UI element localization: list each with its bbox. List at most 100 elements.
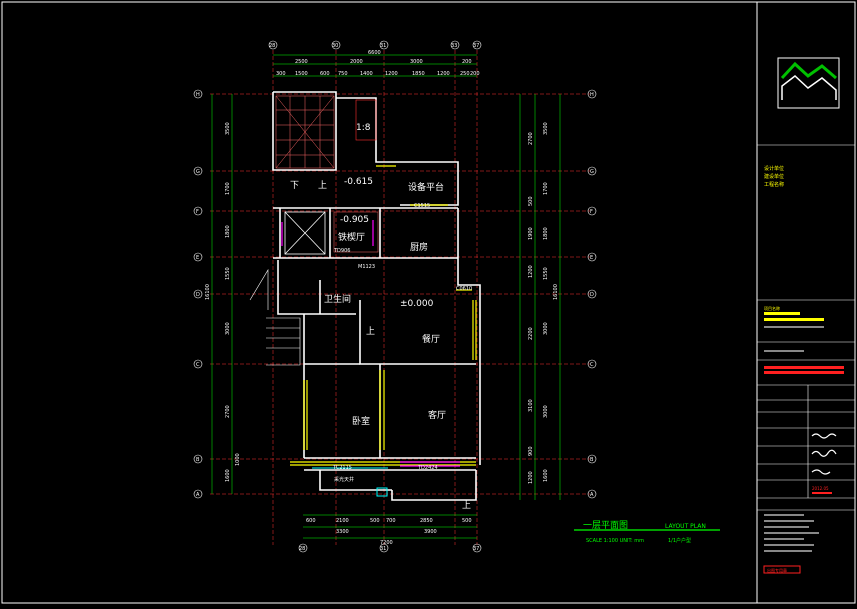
- window-code-1: C0610: [456, 286, 472, 292]
- signature-1: [811, 433, 837, 439]
- svg-text:G: G: [196, 169, 200, 175]
- svg-text:3500: 3500: [543, 122, 549, 135]
- kitchen-label: 厨房: [410, 241, 428, 253]
- svg-text:250: 250: [460, 71, 470, 77]
- title-note-3: 工程名称: [764, 181, 784, 188]
- toilet-label: 卫生间: [324, 293, 351, 305]
- svg-text:C: C: [590, 362, 594, 368]
- svg-text:3000: 3000: [225, 322, 231, 335]
- svg-text:31: 31: [380, 546, 386, 552]
- logo-box: [777, 57, 840, 109]
- title-stamp-box: [763, 565, 801, 574]
- svg-text:H: H: [196, 92, 200, 98]
- drawing-number: 1/1户户型: [668, 537, 691, 544]
- stair-hatch: [275, 95, 335, 169]
- drawing-scale: SCALE 1:100 UNIT: mm: [586, 538, 644, 544]
- left-dim-labels: 3500 1700 1800 1550 3000 2700 1000 1600 …: [205, 122, 241, 482]
- svg-text:16100: 16100: [205, 284, 211, 300]
- bottom-dimensions: [303, 514, 477, 539]
- stair-ratio: 1:8: [356, 123, 371, 133]
- svg-text:750: 750: [338, 71, 348, 77]
- drawing-title-en: LAYOUT PLAN: [665, 523, 706, 530]
- svg-text:3300: 3300: [336, 529, 349, 535]
- svg-text:E: E: [196, 255, 199, 261]
- title-note-1: 设计单位: [764, 165, 784, 172]
- signature-3: [811, 469, 831, 475]
- svg-text:1200: 1200: [437, 71, 450, 77]
- svg-text:F: F: [590, 209, 593, 215]
- title-block: 设计单位 建设单位 工程名称 项目名称 2012.05: [757, 57, 855, 574]
- svg-text:F: F: [196, 209, 199, 215]
- svg-text:1600: 1600: [543, 469, 549, 482]
- svg-text:600: 600: [320, 71, 330, 77]
- drawing-title: 一层平面图 LAYOUT PLAN SCALE 1:100 UNIT: mm 1…: [574, 520, 720, 544]
- svg-text:1200: 1200: [528, 265, 534, 278]
- stair-hatch-red: [355, 99, 377, 141]
- top-dim-overall: 6600: [368, 50, 381, 56]
- stair-down: 下: [290, 181, 299, 191]
- lobby-label: 铁楔厅: [338, 231, 365, 243]
- title-yellow-bar: [764, 312, 800, 315]
- svg-text:B: B: [196, 457, 200, 463]
- red-bar-1: [764, 366, 844, 369]
- svg-text:31: 31: [380, 43, 386, 49]
- svg-text:1550: 1550: [543, 267, 549, 280]
- walls: [272, 91, 481, 501]
- svg-text:E: E: [590, 255, 593, 261]
- svg-text:1800: 1800: [543, 227, 549, 240]
- svg-text:7200: 7200: [380, 540, 393, 546]
- bedroom-label: 卧室: [352, 415, 370, 427]
- glazing: [312, 467, 388, 497]
- svg-text:3000: 3000: [543, 322, 549, 335]
- svg-text:1500: 1500: [295, 71, 308, 77]
- svg-text:33: 33: [451, 43, 457, 49]
- svg-text:300: 300: [276, 71, 286, 77]
- elevator: [284, 211, 326, 255]
- svg-text:900: 900: [528, 446, 534, 456]
- svg-text:2700: 2700: [528, 132, 534, 145]
- svg-text:A: A: [196, 492, 200, 498]
- signature-2: [811, 449, 837, 457]
- red-bar-2: [764, 371, 844, 374]
- svg-text:1900: 1900: [528, 227, 534, 240]
- room-labels: 1:8 下 上 -0.615 设备平台 C1515 -0.905 铁楔厅 TD9…: [290, 123, 472, 511]
- svg-text:1850: 1850: [412, 71, 425, 77]
- svg-text:2200: 2200: [528, 327, 534, 340]
- title-stamp: 出图专用章: [767, 567, 787, 573]
- drawing-title-cn: 一层平面图: [583, 520, 628, 531]
- svg-text:2700: 2700: [225, 405, 231, 418]
- svg-text:1800: 1800: [225, 225, 231, 238]
- logo-icon: [780, 61, 837, 80]
- svg-text:600: 600: [306, 518, 316, 524]
- lobby-hatch: [333, 211, 379, 253]
- svg-text:1200: 1200: [528, 471, 534, 484]
- title-date: 2012.05: [812, 486, 829, 491]
- doors: [281, 220, 460, 467]
- right-dim-labels: 2700 500 1900 1200 2200 3100 900 1200 35…: [528, 122, 559, 484]
- svg-text:1400: 1400: [360, 71, 373, 77]
- living-label: 客厅: [428, 409, 446, 421]
- up-label: 上: [366, 326, 375, 337]
- equipment-label: 设备平台: [408, 181, 444, 193]
- svg-text:500: 500: [462, 518, 472, 524]
- title-yellow-label: 项目名称: [764, 305, 780, 311]
- svg-text:H: H: [590, 92, 594, 98]
- door-code-2: M1123: [358, 264, 375, 270]
- dining-label: 餐厅: [422, 333, 440, 345]
- svg-text:500: 500: [370, 518, 380, 524]
- svg-text:G: G: [590, 169, 594, 175]
- svg-text:1000: 1000: [235, 453, 241, 466]
- svg-text:37: 37: [473, 546, 479, 552]
- top-dim-r2-4: 200: [462, 59, 472, 65]
- svg-text:1700: 1700: [225, 182, 231, 195]
- elev-main: ±0.000: [400, 299, 434, 309]
- entry-steps: [249, 268, 301, 366]
- top-dimensions: [273, 54, 477, 77]
- svg-text:700: 700: [386, 518, 396, 524]
- svg-text:D: D: [196, 292, 200, 298]
- elev-1: -0.615: [344, 177, 373, 187]
